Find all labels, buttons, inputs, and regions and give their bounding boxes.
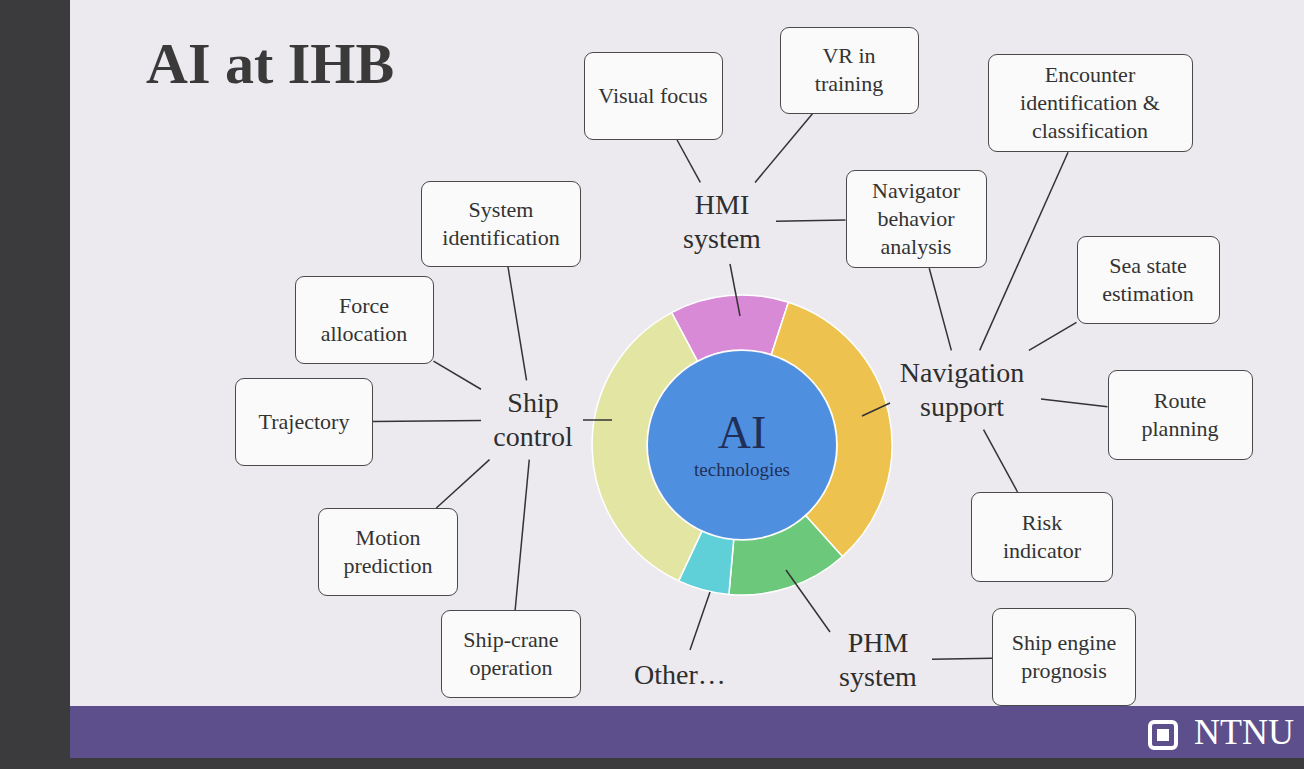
footer-bar — [70, 706, 1304, 758]
topic-box: Visual focus — [584, 52, 723, 140]
category-label: Ship control — [485, 384, 581, 455]
connector — [980, 152, 1068, 350]
leader-line — [730, 264, 740, 316]
node-text: Navigator behavior analysis — [857, 177, 976, 261]
connector — [755, 114, 813, 183]
circle-fill — [648, 351, 836, 539]
node-text: Encounter identification & classificatio… — [999, 61, 1182, 145]
leader-line — [583, 419, 612, 421]
topic-box: Navigator behavior analysis — [846, 170, 987, 268]
leader-line — [786, 570, 830, 632]
connector — [984, 430, 1018, 492]
connector — [776, 220, 846, 221]
topic-box: VR in training — [780, 27, 919, 114]
connector — [932, 657, 992, 659]
topic-box: Route planning — [1108, 370, 1253, 460]
node-text: Risk indicator — [982, 509, 1102, 565]
connector — [515, 460, 529, 610]
category-label: Other… — [630, 656, 730, 694]
connector — [434, 361, 482, 389]
node-text: Navigation support — [891, 356, 1033, 423]
node-text: Route planning — [1119, 387, 1242, 443]
node-text: HMI system — [676, 188, 768, 255]
logo-square-inner — [1157, 729, 1169, 741]
topic-box: Force allocation — [295, 276, 434, 364]
node-text: Ship control — [489, 386, 577, 453]
connector — [436, 460, 489, 508]
node-text: Motion prediction — [329, 524, 447, 580]
topic-box: Encounter identification & classificatio… — [988, 54, 1193, 152]
topic-box: Ship-crane operation — [441, 610, 581, 698]
node-text: Ship engine prognosis — [1003, 629, 1125, 685]
core-subtitle: technologies — [694, 459, 790, 482]
leader-line — [690, 592, 710, 650]
connector — [373, 420, 481, 422]
connector — [508, 267, 527, 380]
topic-box: Trajectory — [235, 378, 373, 466]
connector — [929, 268, 951, 350]
core-title: AI — [718, 408, 767, 459]
category-label: Navigation support — [887, 354, 1037, 425]
node-text: Other… — [634, 658, 726, 692]
topic-box: Sea state estimation — [1077, 236, 1220, 324]
slide-title: AI at IHB — [146, 30, 394, 97]
node-text: Force allocation — [306, 292, 423, 348]
node-text: Visual focus — [598, 82, 707, 110]
node-text: Sea state estimation — [1088, 252, 1209, 308]
logo-text: NTNU — [1194, 711, 1294, 753]
node-text: VR in training — [791, 42, 908, 98]
category-label: PHM system — [828, 624, 928, 695]
connector — [677, 140, 700, 182]
topic-box: Ship engine prognosis — [992, 608, 1136, 706]
topic-box: Motion prediction — [318, 508, 458, 596]
logo-square — [1150, 722, 1176, 748]
connector — [1029, 322, 1077, 350]
node-text: PHM system — [832, 626, 924, 693]
topic-box: Risk indicator — [971, 492, 1113, 582]
node-text: System identification — [432, 196, 570, 252]
core-circle: AItechnologies — [647, 350, 837, 540]
connector — [1041, 399, 1108, 407]
node-text: Ship-crane operation — [452, 626, 570, 682]
category-label: HMI system — [672, 186, 772, 257]
node-text: Trajectory — [259, 408, 350, 436]
leader-line — [862, 403, 890, 416]
topic-box: System identification — [421, 181, 581, 267]
